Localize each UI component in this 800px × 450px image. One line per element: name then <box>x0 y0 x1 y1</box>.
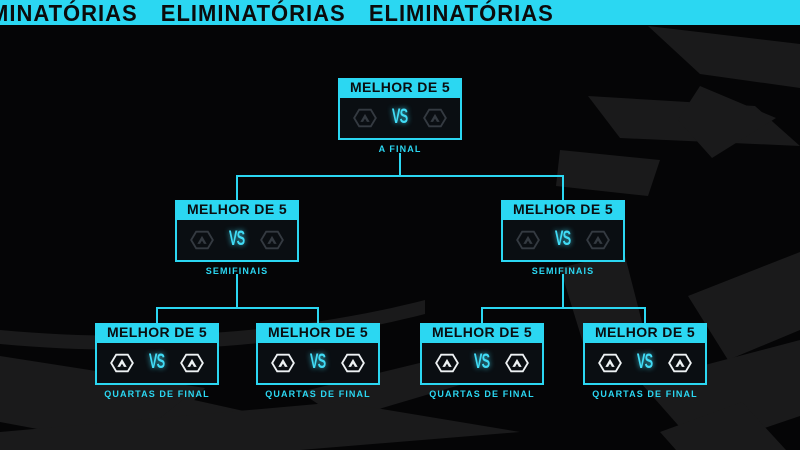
round-label: QUARTAS DE FINAL <box>429 389 535 399</box>
match-body: VS <box>256 341 380 385</box>
vs-label: VS <box>149 351 165 374</box>
match-semifinal-left: MELHOR DE 5 VS SEMIFINAIS <box>175 200 299 276</box>
team-placeholder-icon <box>586 230 610 250</box>
round-label: QUARTAS DE FINAL <box>592 389 698 399</box>
match-body: VS <box>583 341 707 385</box>
match-body: VS <box>420 341 544 385</box>
match-quarterfinal-3: MELHOR DE 5 VS QUARTAS DE FINAL <box>420 323 544 399</box>
match-quarterfinal-2: MELHOR DE 5 VS QUARTAS DE FINAL <box>256 323 380 399</box>
vs-label: VS <box>229 228 245 251</box>
team-placeholder-icon <box>598 353 622 373</box>
match-format-header: MELHOR DE 5 <box>175 200 299 218</box>
team-placeholder-icon <box>353 108 377 128</box>
match-body: VS <box>95 341 219 385</box>
team-placeholder-icon <box>190 230 214 250</box>
team-placeholder-icon <box>505 353 529 373</box>
match-final: MELHOR DE 5 VS A FINAL <box>338 78 462 154</box>
vs-label: VS <box>637 351 653 374</box>
team-placeholder-icon <box>110 353 134 373</box>
team-placeholder-icon <box>516 230 540 250</box>
match-body: VS <box>501 218 625 262</box>
match-format-header: MELHOR DE 5 <box>420 323 544 341</box>
marquee-text: MINATÓRIAS ELIMINATÓRIAS ELIMINATÓRIAS <box>0 0 554 25</box>
team-placeholder-icon <box>260 230 284 250</box>
team-placeholder-icon <box>271 353 295 373</box>
round-label: QUARTAS DE FINAL <box>104 389 210 399</box>
match-format-header: MELHOR DE 5 <box>256 323 380 341</box>
round-label: SEMIFINAIS <box>205 266 269 276</box>
eliminatorias-marquee-banner: MINATÓRIAS ELIMINATÓRIAS ELIMINATÓRIAS <box>0 0 800 25</box>
round-label: A FINAL <box>378 144 422 154</box>
match-quarterfinal-4: MELHOR DE 5 VS QUARTAS DE FINAL <box>583 323 707 399</box>
match-semifinal-right: MELHOR DE 5 VS SEMIFINAIS <box>501 200 625 276</box>
vs-label: VS <box>392 106 408 129</box>
match-format-header: MELHOR DE 5 <box>95 323 219 341</box>
round-label: SEMIFINAIS <box>531 266 595 276</box>
team-placeholder-icon <box>423 108 447 128</box>
team-placeholder-icon <box>668 353 692 373</box>
vs-label: VS <box>310 351 326 374</box>
match-format-header: MELHOR DE 5 <box>501 200 625 218</box>
match-format-header: MELHOR DE 5 <box>583 323 707 341</box>
match-body: VS <box>338 96 462 140</box>
vs-label: VS <box>474 351 490 374</box>
team-placeholder-icon <box>341 353 365 373</box>
team-placeholder-icon <box>180 353 204 373</box>
match-format-header: MELHOR DE 5 <box>338 78 462 96</box>
team-placeholder-icon <box>435 353 459 373</box>
vs-label: VS <box>555 228 571 251</box>
match-body: VS <box>175 218 299 262</box>
match-quarterfinal-1: MELHOR DE 5 VS QUARTAS DE FINAL <box>95 323 219 399</box>
round-label: QUARTAS DE FINAL <box>265 389 371 399</box>
